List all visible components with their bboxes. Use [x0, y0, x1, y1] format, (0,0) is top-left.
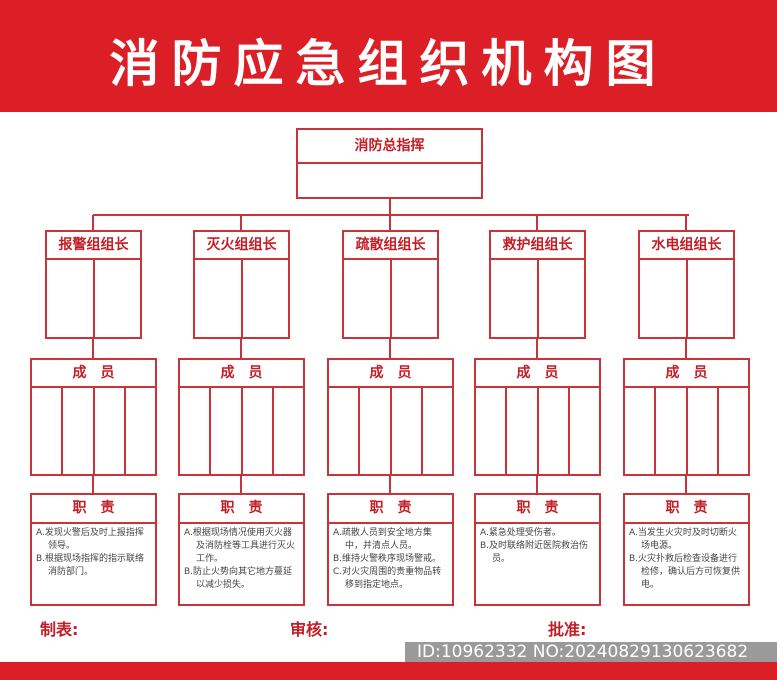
connector	[536, 215, 538, 230]
connector	[685, 215, 687, 230]
members-box: 成 员	[30, 358, 157, 476]
approve-label: 批准:	[548, 620, 587, 639]
review-label: 审核:	[290, 620, 329, 639]
duties-box: 职 责 A.当发生火灾时及时切断火场电源。 B.火灾扑救后检查设备进行检修，确认后方…	[623, 493, 750, 606]
duties-box: 职 责 A.根据现场情况使用灭火器及消防栓等工具进行灭火工作。 B.防止火势向其它地…	[178, 493, 305, 606]
leader-box: 水电组组长	[638, 230, 735, 339]
duty-item: B.防止火势向其它地方蔓延以减少损失。	[184, 567, 293, 590]
connector	[389, 339, 391, 358]
duty-item: A.根据现场情况使用灭火器及消防栓等工具进行灭火工作。	[184, 528, 296, 564]
members-label: 成 员	[180, 360, 303, 388]
connector	[92, 339, 94, 358]
duty-item: B.根据现场指挥的指示联络消防部门。	[36, 554, 145, 577]
page-title: 消防应急组织机构图	[109, 35, 668, 93]
connector	[240, 339, 242, 358]
duty-item: B.维持火警秩序现场警戒。	[333, 554, 442, 564]
leader-box: 灭火组组长	[193, 230, 290, 339]
duty-item: C.对火灾周围的贵重物品转移到指定地点。	[333, 567, 442, 590]
connector	[92, 476, 94, 493]
leader-label: 疏散组组长	[344, 232, 437, 260]
members-label: 成 员	[476, 360, 599, 388]
watermark-id: ID:10962332 NO:20240829130623682	[405, 642, 777, 662]
members-label: 成 员	[625, 360, 748, 388]
duties-label: 职 责	[476, 495, 599, 524]
connector	[240, 215, 242, 230]
members-box: 成 员	[178, 358, 305, 476]
connector	[93, 214, 689, 216]
connector	[389, 476, 391, 493]
connector	[536, 476, 538, 493]
duties-label: 职 责	[180, 495, 303, 524]
connector	[389, 199, 391, 215]
leader-label: 水电组组长	[640, 232, 733, 260]
leader-label: 报警组组长	[47, 232, 140, 260]
duty-item: A.疏散人员到安全地方集中，并清点人员。	[333, 528, 432, 551]
duty-item: A.当发生火灾时及时切断火场电源。	[629, 528, 737, 551]
leader-box: 报警组组长	[45, 230, 142, 339]
duties-box: 职 责 A.疏散人员到安全地方集中，并清点人员。 B.维持火警秩序现场警戒。 C.对火…	[327, 493, 454, 606]
members-box: 成 员	[623, 358, 750, 476]
header-band	[0, 0, 777, 112]
members-box: 成 员	[474, 358, 601, 476]
connector	[536, 339, 538, 358]
duties-label: 职 责	[329, 495, 452, 524]
members-label: 成 员	[32, 360, 155, 388]
members-box: 成 员	[327, 358, 454, 476]
commander-box: 消防总指挥	[296, 128, 483, 199]
duty-item: B.火灾扑救后检查设备进行检修，确认后方可恢复供电。	[629, 554, 741, 590]
connector	[685, 339, 687, 358]
made-by-label: 制表:	[40, 620, 79, 639]
duty-item: A.紧急处理受伤者。	[480, 528, 561, 538]
leader-label: 救护组组长	[491, 232, 584, 260]
leader-label: 灭火组组长	[195, 232, 288, 260]
duty-item: B.及时联络附近医院救治伤员。	[480, 541, 589, 564]
connector	[389, 215, 391, 230]
duties-box: 职 责 A.发现火警后及时上报指挥领导。 B.根据现场指挥的指示联络消防部门。	[30, 493, 157, 606]
footer-band	[0, 662, 777, 680]
connector	[92, 215, 94, 230]
duties-label: 职 责	[32, 495, 155, 524]
duties-label: 职 责	[625, 495, 748, 524]
members-label: 成 员	[329, 360, 452, 388]
leader-box: 疏散组组长	[342, 230, 439, 339]
duties-box: 职 责 A.紧急处理受伤者。 B.及时联络附近医院救治伤员。	[474, 493, 601, 606]
commander-label: 消防总指挥	[298, 130, 481, 164]
connector	[240, 476, 242, 493]
connector	[685, 476, 687, 493]
duty-item: A.发现火警后及时上报指挥领导。	[36, 528, 144, 551]
leader-box: 救护组组长	[489, 230, 586, 339]
